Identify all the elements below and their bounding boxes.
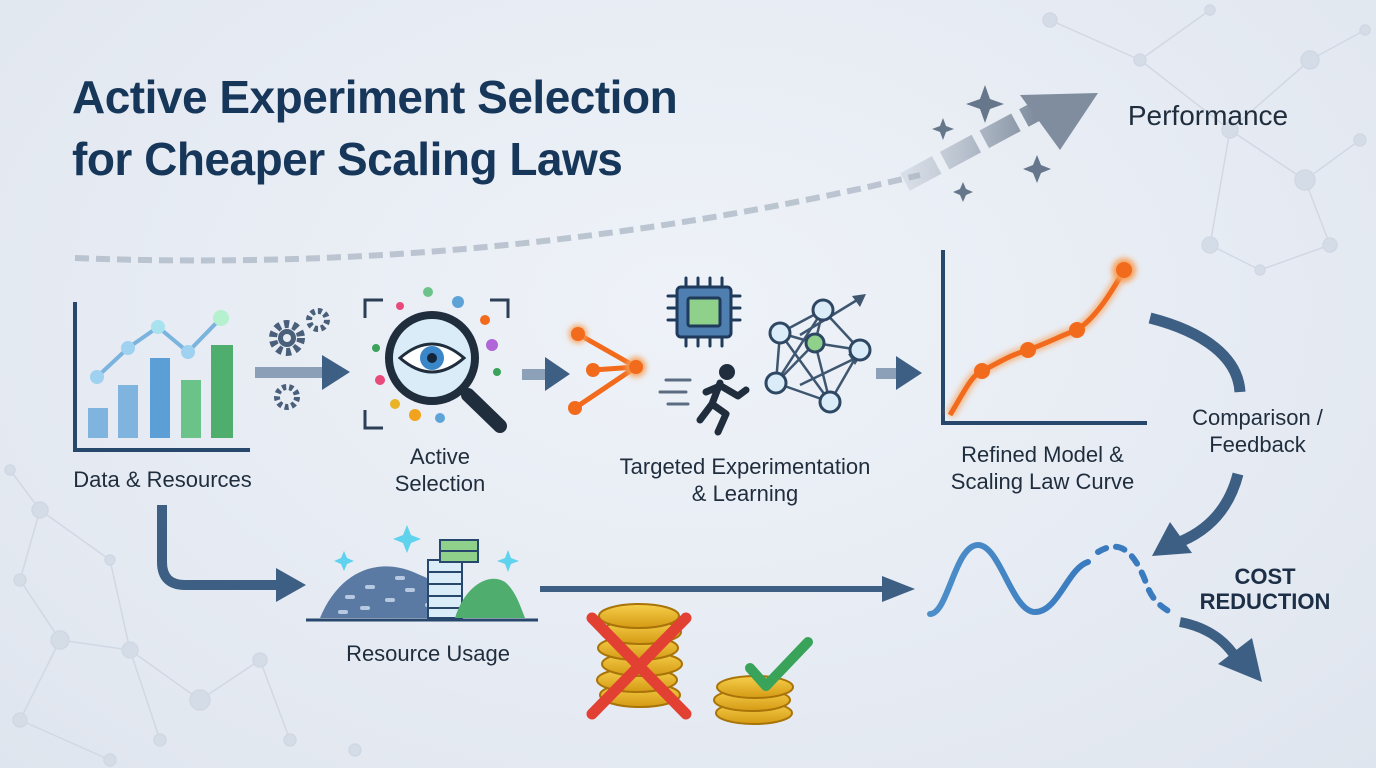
magnifier-eye-icon: [385, 311, 507, 433]
title-line-2: for Cheaper Scaling Laws: [72, 133, 623, 185]
comparison-feedback-label: Comparison / Feedback: [1170, 404, 1345, 458]
performance-label: Performance: [1127, 100, 1289, 131]
branch-network-icon: [568, 325, 646, 415]
comparison-line-2: Feedback: [1209, 432, 1306, 457]
usage-to-cost-arrow: [540, 576, 915, 602]
background-network: [4, 4, 1371, 767]
refined-model-label: Refined Model & Scaling Law Curve: [925, 441, 1160, 495]
data-resources-label: Data & Resources: [73, 467, 252, 492]
cpu-chip-icon: [666, 276, 742, 348]
selection-frame: [363, 298, 510, 430]
targeted-line-1: Targeted Experimentation: [619, 454, 871, 479]
runner-icon: [658, 364, 750, 436]
gear-icon: [269, 308, 330, 410]
resource-usage-label: Resource Usage: [346, 641, 510, 666]
targeted-experimentation-label: Targeted Experimentation & Learning: [590, 453, 900, 507]
red-x-icon: [586, 612, 692, 720]
sparkle-icon: [932, 85, 1051, 202]
green-check-icon: [745, 637, 813, 691]
cost-line-1: COST: [1234, 564, 1296, 589]
wave-icon: [927, 541, 1173, 617]
resource-usage-arrow: [157, 505, 306, 602]
coin-stack-icon: [713, 675, 794, 725]
cost-reduction-label: COST REDUCTION: [1190, 564, 1340, 614]
data-points: [372, 287, 501, 423]
arrow-selection-to-branch: [522, 357, 570, 391]
active-selection-label: Active Selection: [355, 443, 525, 497]
feedback-arrow: [1148, 312, 1246, 556]
title-line-1: Active Experiment Selection: [72, 71, 678, 123]
data-pile-icon: [306, 525, 538, 622]
performance-arrow: [74, 93, 1098, 264]
cost-line-2: REDUCTION: [1199, 589, 1331, 614]
neural-network-icon: [764, 294, 872, 414]
active-selection-line-2: Selection: [394, 471, 486, 496]
bar-chart-icon: [73, 302, 250, 452]
comparison-line-1: Comparison /: [1192, 405, 1323, 430]
arrow-data-to-selection: [255, 355, 350, 390]
targeted-line-2: & Learning: [691, 481, 799, 506]
refined-line-2: Scaling Law Curve: [950, 469, 1135, 494]
diagram-title: Active Experiment Selection for Cheaper …: [72, 66, 678, 190]
cost-reduction-arrow: [1178, 617, 1262, 682]
active-selection-line-1: Active: [410, 444, 470, 469]
refined-line-1: Refined Model &: [961, 442, 1124, 467]
scaling-curve-icon: [941, 250, 1147, 425]
arrow-learning-to-curve: [876, 356, 922, 390]
